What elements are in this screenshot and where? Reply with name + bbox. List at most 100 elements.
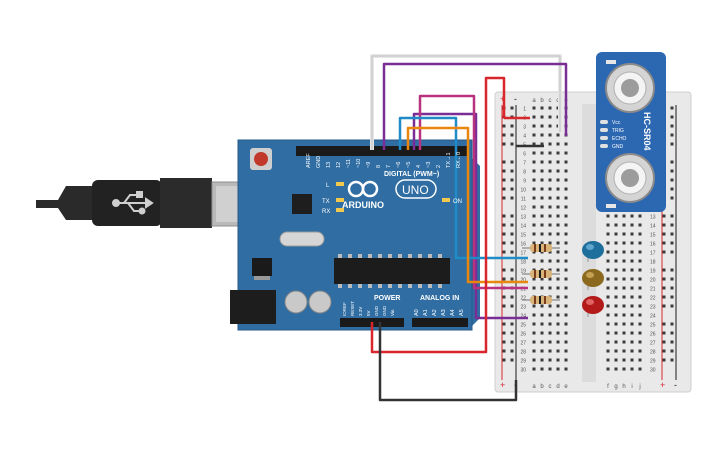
row-number: 13	[650, 215, 656, 221]
breadboard-hole	[540, 277, 544, 281]
breadboard-hole	[630, 250, 634, 254]
row-number: 9	[523, 179, 526, 185]
breadboard-hole	[614, 250, 618, 254]
led-rx-indicator	[336, 208, 344, 212]
breadboard-hole	[630, 286, 634, 290]
rail-hole	[510, 178, 514, 182]
breadboard-hole	[564, 340, 568, 344]
column-letter: d	[556, 384, 559, 390]
breadboard-hole	[614, 259, 618, 263]
leds	[582, 241, 604, 317]
breadboard-hole	[638, 241, 642, 245]
breadboard-hole	[630, 367, 634, 371]
breadboard-hole	[540, 142, 544, 146]
wire-orange	[406, 126, 528, 284]
breadboard-hole	[532, 304, 536, 308]
breadboard-hole	[606, 286, 610, 290]
digital-pin-label: 7	[386, 165, 392, 168]
rail-hole	[502, 268, 506, 272]
breadboard-hole	[556, 322, 560, 326]
breadboard-hole	[540, 241, 544, 245]
rail-hole	[502, 196, 506, 200]
breadboard-hole	[622, 223, 626, 227]
rail-hole	[502, 223, 506, 227]
breadboard-hole	[638, 250, 642, 254]
digital-pin-label: RX←0	[456, 152, 462, 168]
breadboard-hole	[606, 250, 610, 254]
breadboard-hole	[564, 223, 568, 227]
breadboard-hole	[622, 241, 626, 245]
row-number: 26	[520, 332, 526, 338]
breadboard-hole	[564, 349, 568, 353]
breadboard-hole	[638, 277, 642, 281]
led-yellow	[582, 269, 604, 290]
breadboard-hole	[540, 115, 544, 119]
rail-hole	[670, 169, 674, 173]
breadboard-hole	[622, 340, 626, 344]
breadboard-hole	[564, 313, 568, 317]
rail-hole	[510, 214, 514, 218]
breadboard-hole	[606, 304, 610, 308]
rail-hole	[670, 241, 674, 245]
power-pin-label: GND	[374, 305, 379, 316]
breadboard-hole	[630, 313, 634, 317]
breadboard-hole	[548, 349, 552, 353]
breadboard-hole	[532, 205, 536, 209]
breadboard-hole	[540, 214, 544, 218]
wire-blue	[398, 116, 528, 260]
led-rx-label: RX	[322, 209, 330, 215]
breadboard-hole	[532, 349, 536, 353]
rail-hole	[510, 277, 514, 281]
resistor	[522, 244, 560, 252]
rail-hole	[502, 169, 506, 173]
row-number: 27	[520, 341, 526, 347]
rail-hole	[510, 304, 514, 308]
sensor-pin-vcc: Vcc	[612, 120, 621, 126]
rail-hole	[662, 268, 666, 272]
crystal-oscillator	[279, 231, 325, 247]
breadboard-hole	[532, 187, 536, 191]
breadboard-hole	[540, 259, 544, 263]
rail-hole	[510, 358, 514, 362]
rail-hole	[502, 250, 506, 254]
row-number: 6	[523, 152, 526, 158]
power-pin-label: 3.3V	[358, 307, 363, 316]
digital-pin-label: ~3	[426, 162, 432, 168]
row-number: 19	[650, 269, 656, 275]
breadboard-hole	[540, 151, 544, 155]
row-number: 17	[650, 251, 656, 257]
breadboard-hole	[540, 349, 544, 353]
breadboard-hole	[638, 358, 642, 362]
breadboard-hole	[532, 259, 536, 263]
breadboard-hole	[638, 367, 642, 371]
breadboard-hole	[564, 367, 568, 371]
rail-hole	[502, 340, 506, 344]
breadboard-hole	[638, 340, 642, 344]
breadboard-hole	[564, 268, 568, 272]
row-number: 27	[650, 341, 656, 347]
rail-hole	[670, 196, 674, 200]
power-pin-label: RESET	[350, 301, 355, 316]
breadboard-hole	[548, 313, 552, 317]
digital-pin-label: 2	[436, 165, 442, 168]
breadboard-hole	[548, 115, 552, 119]
uno-label: UNO	[402, 183, 429, 197]
breadboard-hole	[540, 223, 544, 227]
breadboard-hole	[564, 232, 568, 236]
breadboard-hole	[556, 151, 560, 155]
breadboard-hole	[630, 259, 634, 263]
breadboard-hole	[532, 106, 536, 110]
row-number: 1	[523, 107, 526, 113]
breadboard-hole	[614, 367, 618, 371]
breadboard-hole	[556, 250, 560, 254]
sensor-pin-trig: TRIG	[612, 128, 624, 134]
breadboard-hole	[532, 367, 536, 371]
breadboard-hole	[548, 268, 552, 272]
wire-red-5v	[370, 76, 506, 354]
breadboard-hole	[556, 196, 560, 200]
breadboard-hole	[638, 268, 642, 272]
breadboard-hole	[556, 232, 560, 236]
